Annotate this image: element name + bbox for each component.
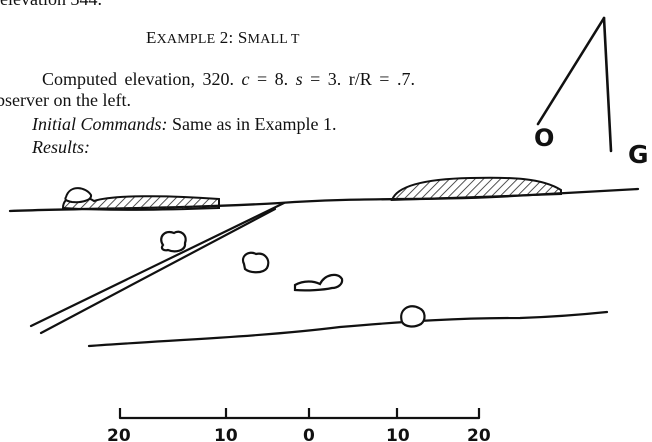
heading-middle: 2:: [215, 28, 238, 47]
road-upper-edge: [29, 201, 286, 328]
bush-3: [293, 273, 344, 292]
scale-label-right-20: 20: [467, 426, 491, 442]
initial-commands-text: Same as in Example 1.: [167, 114, 337, 134]
scale-label-left-10: 10: [214, 426, 238, 442]
computed-elevation-text: Computed elevation, 320.: [42, 69, 234, 89]
variable-s-value: = 3. r/R = .7.: [302, 69, 415, 89]
target-label: G: [628, 140, 649, 169]
right-hatched-hill: [390, 176, 562, 202]
left-bush: [64, 187, 93, 204]
computed-elevation-line: Computed elevation, 320. c = 8. s = 3. r…: [42, 70, 415, 88]
scale-label-0: 0: [303, 426, 315, 442]
heading-suffix-large: S: [237, 28, 248, 47]
observer-target-sketch: [536, 16, 613, 153]
running-text: elevation 344.: [0, 0, 102, 8]
foreground-ridge: [87, 310, 609, 348]
results-label: Results:: [32, 137, 90, 157]
distance-scale: [118, 408, 481, 420]
heading-suffix-small: MALL T: [247, 32, 300, 47]
initial-commands-line: Initial Commands: Same as in Example 1.: [32, 115, 336, 133]
scale-label-right-10: 10: [386, 426, 410, 442]
bush-1: [160, 230, 187, 253]
scale-label-left-20: 20: [107, 426, 131, 442]
sight-line: [536, 16, 606, 126]
landscape-drawing: [8, 176, 640, 348]
target-pole: [602, 16, 613, 153]
variable-c: c: [241, 69, 250, 89]
example-heading: EXAMPLE 2: SMALL T: [146, 29, 300, 47]
observer-label: O: [534, 124, 555, 152]
road-lower-edge: [39, 207, 277, 335]
bush-2: [241, 251, 270, 274]
observer-position-line: bserver on the left.: [0, 90, 131, 110]
variable-s: s: [295, 69, 303, 89]
initial-commands-label: Initial Commands:: [32, 114, 168, 134]
heading-prefix-small: XAMPLE: [156, 32, 216, 47]
heading-prefix-large: E: [146, 28, 157, 47]
variable-c-value: = 8.: [249, 69, 296, 89]
foreground-bush: [400, 305, 426, 328]
